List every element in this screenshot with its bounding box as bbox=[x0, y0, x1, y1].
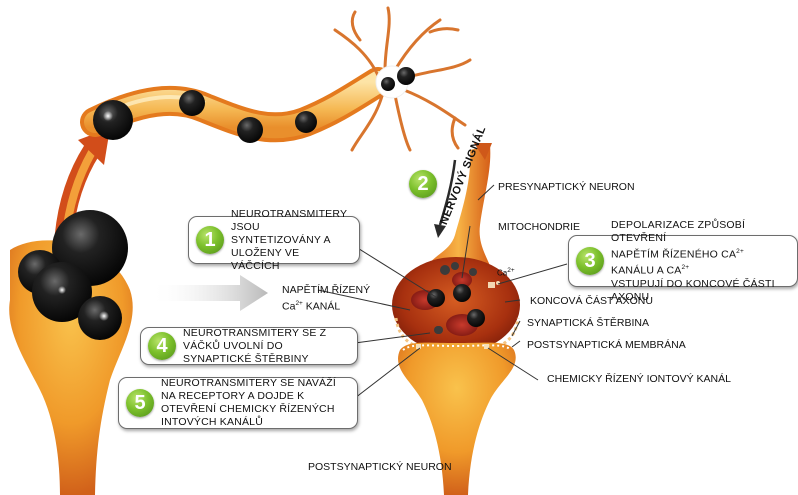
step-4-badge: 4 bbox=[148, 332, 176, 360]
vesicle bbox=[427, 289, 445, 307]
vesicle bbox=[451, 262, 459, 270]
step-3-badge: 3 bbox=[576, 247, 604, 275]
step-3-text: DEPOLARIZACE ZPŮSOBÍ OTEVŘENÍ NAPĚTÍM ŘÍ… bbox=[611, 218, 775, 303]
axon-terminal bbox=[392, 257, 520, 354]
myelin-node bbox=[237, 117, 263, 143]
mitochondria-label: MITOCHONDRIE bbox=[498, 221, 581, 233]
myelin-node bbox=[295, 111, 317, 133]
ca-ion-label: Ca2+ bbox=[497, 267, 515, 278]
vesicle bbox=[469, 268, 477, 276]
nerve-signal-arrow bbox=[434, 159, 457, 238]
ca-channel bbox=[488, 282, 495, 288]
vesicle bbox=[397, 67, 415, 85]
step-5-text: NEUROTRANSMITERY SE NAVÁŽÍ NA RECEPTORY … bbox=[161, 377, 336, 428]
step-3-callout: 3 DEPOLARIZACE ZPŮSOBÍ OTEVŘENÍ NAPĚTÍM … bbox=[568, 219, 798, 303]
vesicle bbox=[381, 77, 395, 91]
vesicle bbox=[440, 265, 450, 275]
chemical-channel-label: CHEMICKY ŘÍZENÝ IONTOVÝ KANÁL bbox=[547, 373, 731, 385]
mitochondrion bbox=[452, 272, 472, 288]
leader-lines bbox=[317, 184, 568, 399]
step-4-callout: 4 NEUROTRANSMITERY SE Z VÁČKŮ UVOLNÍ DO … bbox=[140, 327, 358, 365]
postsynaptic-neuron bbox=[398, 326, 516, 495]
vesicle bbox=[467, 309, 485, 327]
presynaptic-label: PRESYNAPTICKÝ NEURON bbox=[498, 181, 635, 193]
step-5-callout: 5 NEUROTRANSMITERY SE NAVÁŽÍ NA RECEPTOR… bbox=[118, 377, 358, 429]
postsynaptic-membrane-label: POSTSYNAPTICKÁ MEMBRÁNA bbox=[527, 339, 686, 351]
axon bbox=[80, 67, 393, 143]
step-5-badge: 5 bbox=[126, 389, 154, 417]
step-1-text: NEUROTRANSMITERY JSOU SYNTETIZOVÁNY A UL… bbox=[231, 207, 347, 272]
presynaptic-neuron bbox=[425, 143, 492, 270]
step-4-text: NEUROTRANSMITERY SE Z VÁČKŮ UVOLNÍ DO SY… bbox=[183, 326, 327, 365]
myelin-node bbox=[93, 100, 133, 140]
vesicle bbox=[453, 284, 471, 302]
axon-terminal-label: KONCOVÁ ČÁST AXONU bbox=[530, 295, 653, 307]
zoom-arrow bbox=[150, 275, 268, 311]
step-2-badge: 2 bbox=[409, 170, 437, 198]
myelin-node bbox=[179, 90, 205, 116]
left-neuron bbox=[9, 210, 133, 495]
step-1-callout: 1 NEUROTRANSMITERY JSOU SYNTETIZOVÁNY A … bbox=[188, 208, 360, 272]
synaptic-cleft-label: SYNAPTICKÁ ŠTĚRBINA bbox=[527, 317, 649, 329]
ca-channel-label: NAPĚTÍM ŘÍZENÝ Ca2+ KANÁL bbox=[282, 284, 371, 313]
step-1-badge: 1 bbox=[196, 226, 224, 254]
postsynaptic-label: POSTSYNAPTICKÝ NEURON bbox=[308, 461, 452, 473]
